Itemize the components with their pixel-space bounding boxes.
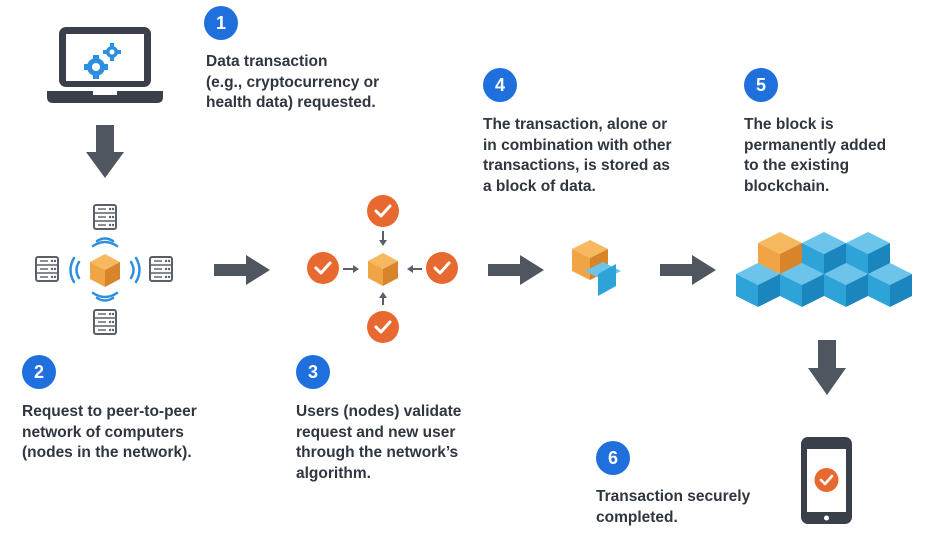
arrow-down-1 [86,125,124,178]
arrow-down-2 [808,340,846,395]
arrow-right-3 [660,255,716,285]
block-icon [572,240,621,296]
blockchain-icon [736,232,912,307]
step-2-text: Request to peer-to-peer network of compu… [22,403,197,461]
arrow-right-2 [488,255,544,285]
step-6-badge: 6 [596,441,630,475]
arrow-right-1 [214,255,270,285]
step-4-badge: 4 [483,68,517,102]
step-3-text: Users (nodes) validate request and new u… [296,403,462,482]
validation-icon [305,193,460,345]
step-2-badge: 2 [22,355,56,389]
step-4-text: The transaction, alone or in combination… [483,116,672,195]
step-5-text: The block is permanently added to the ex… [744,116,887,195]
step-1-badge: 1 [204,6,238,40]
step-3-badge: 3 [296,355,330,389]
step-5-badge: 5 [744,68,778,102]
laptop-gears-icon [47,27,163,103]
smartphone-check-icon [801,437,852,524]
step-6-text: Transaction securely completed. [596,488,751,526]
step-1-text: Data transaction (e.g., cryptocurrency o… [206,53,380,111]
network-icon [35,204,173,335]
